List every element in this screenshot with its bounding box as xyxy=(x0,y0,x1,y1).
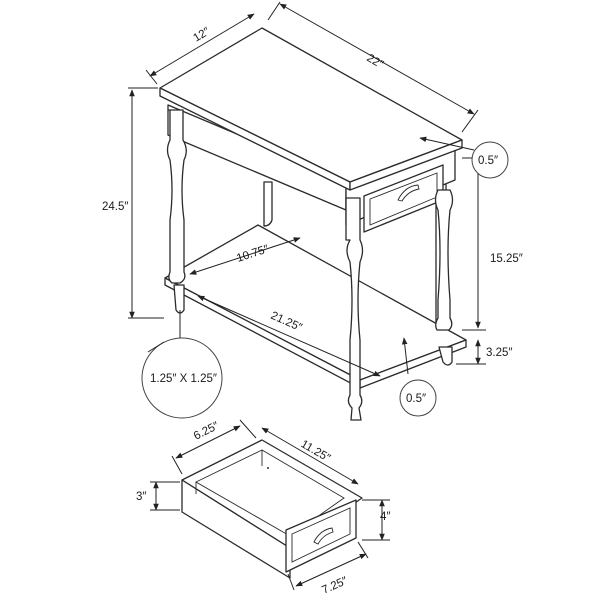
shelf-depth-dim-line xyxy=(189,237,301,275)
top-thickness-label: 0.5″ xyxy=(478,155,498,167)
ext-line xyxy=(171,455,183,475)
table-length-label: 22″ xyxy=(365,52,386,71)
shelf-thickness-pointer xyxy=(401,337,409,375)
ext-line xyxy=(267,1,281,21)
top-thickness-pointer xyxy=(419,136,475,151)
drawer-front-height-label: 4″ xyxy=(380,511,390,523)
ext-line xyxy=(239,419,257,439)
width-dim-line xyxy=(149,13,255,77)
ext-line xyxy=(145,69,158,85)
shelf-clearance-label: 15.25″ xyxy=(490,253,523,265)
drawer-width-dim-line xyxy=(175,425,241,459)
leg-callout-connector xyxy=(147,341,165,353)
ext-line xyxy=(461,109,479,133)
drawer-width-label: 6.25″ xyxy=(192,420,221,443)
length-dim-line xyxy=(279,3,475,115)
ext-line xyxy=(357,541,369,559)
table-width-label: 12″ xyxy=(191,26,212,45)
drawer-length-label: 11.25″ xyxy=(299,438,333,464)
right-leg xyxy=(434,189,454,331)
front-left-leg xyxy=(166,109,187,284)
ext-line xyxy=(287,573,295,591)
shelf-thickness-label: 0.5″ xyxy=(406,393,426,405)
drawer-drawing: 6.25″ 11.25″ 3″ 4″ 7.25″ xyxy=(136,419,390,597)
shelf-length-dim-line xyxy=(197,295,381,377)
floor-clearance-label: 3.25″ xyxy=(486,347,512,359)
top-thickness-callout xyxy=(471,141,509,179)
leg-size-callout xyxy=(141,337,223,419)
table-height-label: 24.5″ xyxy=(102,201,128,213)
shelf-thickness-callout xyxy=(399,379,437,417)
drawer-front-width-label: 7.25″ xyxy=(320,575,349,597)
side-table-drawing: 12″ 22″ 24.5″ 0.5″ 15.25″ 3.25″ 10.75″ 2… xyxy=(102,1,523,421)
drawer-interior xyxy=(195,449,345,537)
left-leg-foot xyxy=(173,284,185,314)
right-leg-foot xyxy=(438,346,453,366)
drawer-inner-height-label: 3″ xyxy=(136,491,146,503)
drawer-handle-icon xyxy=(313,527,334,545)
leg-size-label: 1.25″ X 1.25″ xyxy=(150,373,217,385)
drawer-front-width-dim-line xyxy=(295,553,367,587)
drawer-length-dim-line xyxy=(261,427,359,485)
back-leg xyxy=(263,181,273,227)
